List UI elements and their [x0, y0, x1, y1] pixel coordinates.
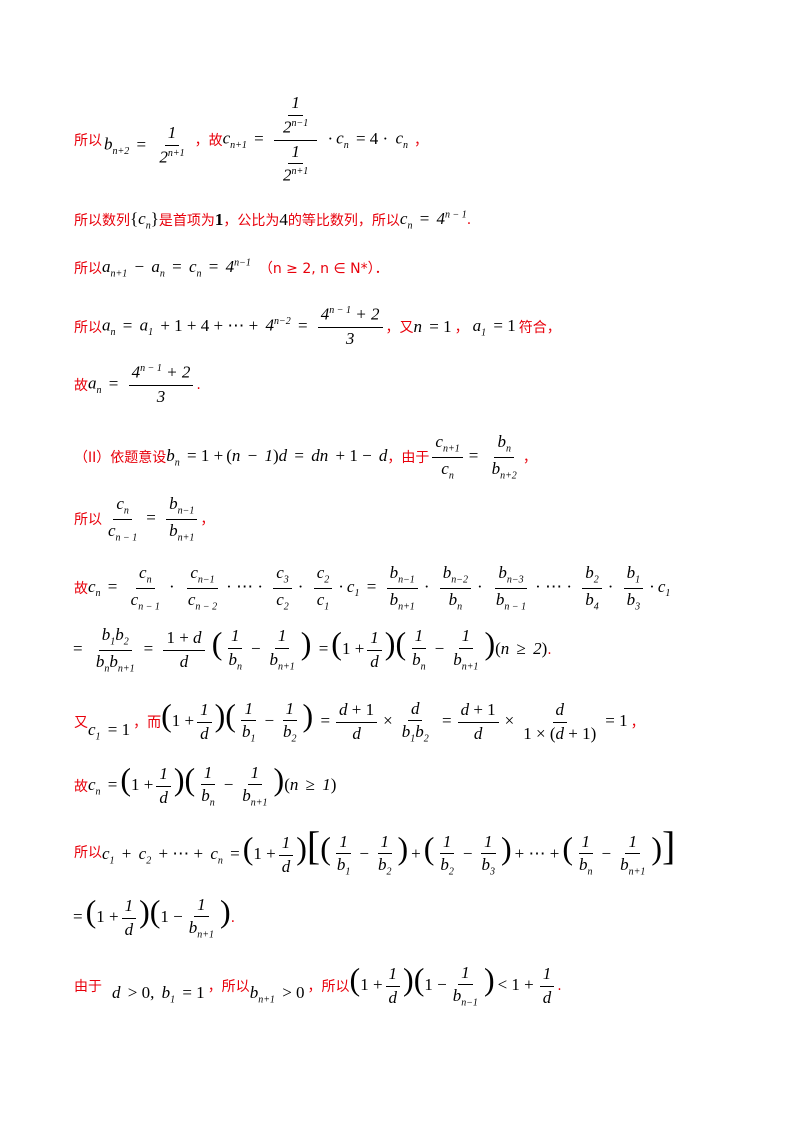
text: 所以数列	[74, 213, 130, 229]
text: 所以	[74, 261, 102, 277]
text: ，公比为	[223, 213, 280, 229]
formula: cn = 4n − 1	[399, 208, 467, 232]
text: ，	[522, 450, 537, 466]
text: .	[196, 377, 201, 393]
formula: an+1 − an = cn = 4n−1	[102, 256, 251, 280]
text: ，而	[133, 715, 162, 731]
formula: bn+1 > 0	[249, 982, 305, 1006]
text: .	[547, 642, 552, 658]
text: 所以	[74, 845, 102, 861]
formula: n = 1	[413, 317, 452, 336]
formula: 1	[214, 210, 224, 229]
text: 所以	[74, 133, 102, 149]
text: 由于	[74, 979, 102, 995]
text: 又	[74, 715, 88, 731]
text: 所以	[74, 512, 102, 528]
text: .	[557, 978, 562, 994]
text: ，又	[385, 320, 414, 336]
text: 故	[74, 581, 88, 597]
formula: {cn}	[130, 208, 159, 232]
line-2: 所以数列 {cn} 是首项为 1 ，公比为 4 的等比数列，所以 cn = 4n…	[74, 202, 740, 238]
line-4: 所以 an = a1 + 1 + 4 + ⋯ + 4n−2 = 4n − 1 +…	[74, 302, 740, 352]
text: ，	[630, 715, 645, 731]
formula: d > 0, b1 = 1	[112, 982, 205, 1006]
text: ，	[200, 512, 215, 528]
text: 符合，	[518, 320, 561, 336]
text: （n ≥ 2, n ∈ N*）．	[258, 261, 389, 277]
text: 故	[74, 378, 88, 394]
formula: a1 = 1	[472, 315, 516, 339]
text: .	[466, 212, 472, 228]
text: （II）依题意设	[74, 450, 167, 466]
text: 的等比数列，所以	[287, 213, 400, 229]
text: ，故	[194, 133, 223, 149]
text: 是首项为	[158, 213, 215, 229]
text: .	[230, 910, 236, 926]
text: ，所以	[307, 979, 350, 995]
formula: c1 = 1	[88, 719, 131, 743]
formula: bn = 1 +(n − 1)d = dn + 1 − d	[166, 445, 388, 469]
line-6: （II）依题意设 bn = 1 +(n − 1)d = dn + 1 − d ，…	[74, 432, 740, 482]
text: ，	[454, 320, 469, 336]
text: ，所以	[207, 979, 250, 995]
formula: 4	[279, 210, 288, 229]
text: ，	[414, 133, 428, 149]
text: ，由于	[387, 450, 430, 466]
text: 故	[74, 779, 88, 795]
text: 所以	[74, 320, 102, 336]
line-3: 所以 an+1 − an = cn = 4n−1 （n ≥ 2, n ∈ N*）…	[74, 250, 740, 286]
